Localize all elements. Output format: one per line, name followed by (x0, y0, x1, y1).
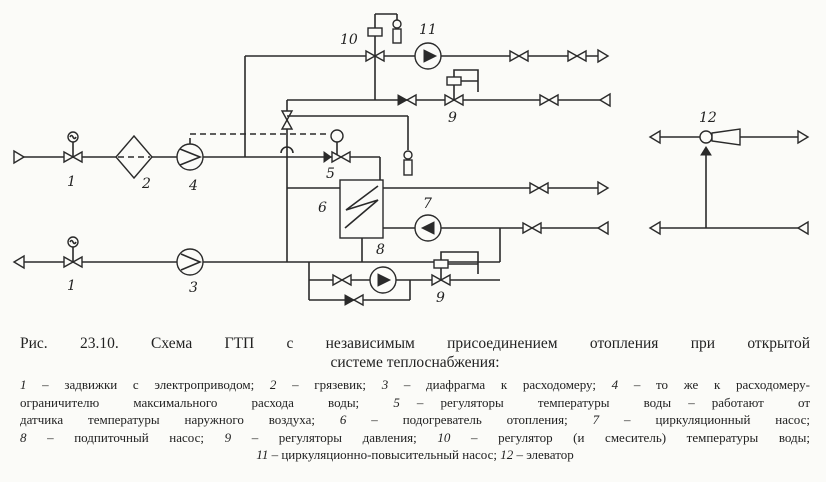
legend-num: 1 (20, 377, 27, 392)
legend-line: 8 – подпиточный насос; 9 – регуляторы да… (20, 429, 810, 447)
bypass-vertical (280, 100, 294, 262)
circulation-pump-7 (414, 214, 442, 242)
legend-text: – циркуляционно-повысительный насос; (268, 447, 501, 462)
label-1-return: 1 (67, 278, 76, 294)
legend-text: – подогреватель отопления; (346, 412, 593, 427)
legend-num: 4 (611, 377, 619, 392)
flow-diaphragm-4 (176, 143, 204, 171)
legend-num: 3 (381, 377, 389, 392)
label-9-upper: 9 (448, 110, 457, 126)
top-line-valves (509, 49, 587, 63)
legend-num: 10 (437, 429, 451, 445)
legend-num: 9 (224, 429, 232, 445)
label-7: 7 (423, 196, 432, 212)
legend-text: – грязевик; (276, 377, 382, 392)
legend-text: – элеватор (513, 447, 574, 462)
legend-num: 5 (393, 394, 400, 410)
elevator-12 (648, 128, 810, 236)
legend-text: – подпиточный насос; (26, 429, 225, 445)
label-1-supply: 1 (67, 174, 76, 190)
legend-num: 7 (592, 412, 600, 427)
legend-num: 8 (20, 429, 27, 445)
regulator-5 (245, 115, 413, 176)
label-4: 4 (188, 178, 198, 194)
legend-num: 2 (269, 377, 277, 392)
heat-point-schematic: 1 2 4 5 6 7 8 9 9 10 11 1 3 12 (12, 13, 810, 307)
control-line-4 (189, 133, 330, 144)
legend-line: датчика температуры наружного воздуха; 6… (20, 411, 810, 429)
heater-6 (287, 157, 610, 262)
return-line-lower (12, 236, 295, 276)
legend-text: – диафрагма к расходомеру; (388, 377, 612, 392)
legend-line: ограничителю максимального расхода воды;… (20, 394, 810, 412)
makeup-pump-8 (369, 266, 397, 294)
label-10: 10 (340, 32, 358, 48)
legend-text: – регуляторы давления; (231, 429, 438, 445)
booster-pump-11 (414, 42, 442, 70)
legend-text: – регуляторы температуры воды – работают… (399, 394, 810, 410)
legend-num: 12 (500, 447, 514, 462)
legend-text: ограничителю максимального расхода воды; (20, 394, 394, 410)
figure-caption: Рис. 23.10. Схема ГТП с независимым прис… (20, 334, 810, 372)
legend-text: – задвижки с электроприводом; (26, 377, 270, 392)
label-2: 2 (141, 176, 151, 192)
legend-text: – циркуляционный насос; (599, 412, 811, 427)
legend-num: 11 (256, 447, 269, 462)
legend-line: 1 – задвижки с электроприводом; 2 – гряз… (20, 376, 810, 394)
motorized-valve-1-supply (63, 131, 83, 164)
legend-text: датчика температуры наружного воздуха; (20, 412, 340, 427)
legend-text: – регулятор (и смеситель) температуры во… (450, 429, 810, 445)
label-8: 8 (376, 242, 385, 258)
label-11: 11 (419, 22, 437, 38)
legend-line: 11 – циркуляционно-повысительный насос; … (20, 446, 810, 464)
label-5: 5 (326, 166, 335, 182)
makeup-branch (295, 228, 501, 307)
mud-trap-2 (115, 134, 153, 180)
legend-text: – то же к расходомеру- (618, 377, 810, 392)
figure-legend: 1 – задвижки с электроприводом; 2 – гряз… (20, 376, 810, 464)
return-line-upper (287, 69, 611, 108)
label-3: 3 (189, 280, 198, 296)
label-9-lower: 9 (436, 290, 445, 306)
caption-title-line2: системе теплоснабжения: (330, 354, 500, 371)
label-6: 6 (318, 200, 327, 216)
label-12: 12 (699, 110, 717, 126)
temperature-regulator-10 (365, 13, 402, 63)
legend-num: 6 (339, 412, 347, 427)
caption-title-line1: Рис. 23.10. Схема ГТП с независимым прис… (20, 335, 810, 352)
